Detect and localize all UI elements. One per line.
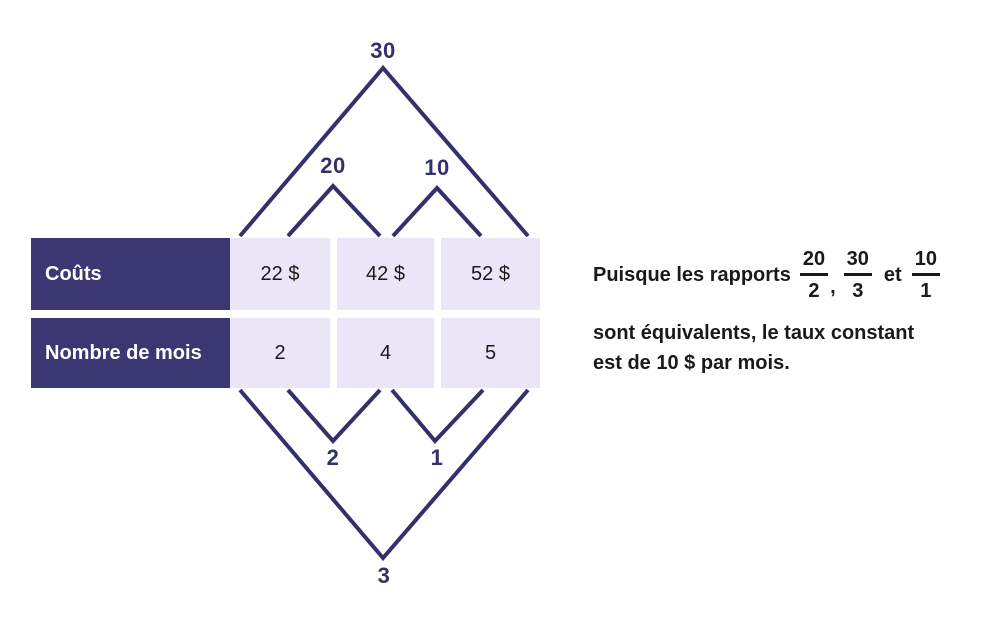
table-row-nombre-de-mois: Nombre de mois 2 4 5: [31, 318, 540, 388]
diff-label-bottom-right: 1: [430, 445, 444, 470]
top-right-arrow: [391, 185, 483, 238]
diff-label-top-outer: 30: [370, 38, 396, 63]
fraction-numerator: 10: [911, 249, 940, 276]
fraction-denominator: 2: [808, 280, 820, 302]
fraction-30-3: 30 3: [843, 249, 872, 302]
row-header-nombre-de-mois: Nombre de mois: [31, 318, 230, 388]
fraction-comma: ,: [830, 275, 836, 298]
diff-label-bottom-left: 2: [326, 445, 340, 470]
explanation-line-3: est de 10 $ par mois.: [593, 352, 790, 374]
fraction-denominator: 3: [852, 280, 864, 302]
diff-label-bottom-outer: 3: [377, 563, 391, 588]
table-cell-mois-3: 5: [441, 318, 540, 388]
table-cell-couts-1: 22 $: [230, 238, 330, 310]
rate-table: Coûts 22 $ 42 $ 52 $ Nombre de mois 2 4 …: [31, 238, 540, 388]
table-cell-couts-3: 52 $: [441, 238, 540, 310]
explanation-line-2: sont équivalents, le taux constant: [593, 322, 915, 344]
top-outer-arrow: [238, 64, 530, 238]
explanation-intro: Puisque les rapports: [593, 263, 791, 286]
fraction-denominator: 1: [920, 280, 932, 302]
fraction-numerator: 20: [799, 249, 829, 276]
explanation-text: Puisque les rapports 20 2 , 30 3 et 10 1…: [593, 245, 1000, 378]
row-header-couts: Coûts: [31, 238, 230, 310]
bottom-left-arrow: [286, 388, 382, 444]
fraction-20-2: 20 2: [799, 249, 829, 302]
fraction-10-1: 10 1: [911, 249, 940, 302]
table-row-couts: Coûts 22 $ 42 $ 52 $: [31, 238, 540, 310]
diff-label-top-left: 20: [320, 153, 346, 178]
bottom-outer-arrow: [238, 388, 530, 562]
fraction-numerator: 30: [843, 249, 872, 276]
explanation-line-1: Puisque les rapports 20 2 , 30 3 et 10 1: [593, 245, 1000, 305]
table-cell-mois-2: 4: [337, 318, 434, 388]
table-cell-couts-2: 42 $: [337, 238, 434, 310]
table-cell-mois-1: 2: [230, 318, 330, 388]
top-left-arrow: [286, 183, 382, 238]
conjunction-et: et: [883, 263, 902, 286]
bottom-right-arrow: [390, 388, 485, 445]
diff-label-top-right: 10: [424, 155, 450, 180]
